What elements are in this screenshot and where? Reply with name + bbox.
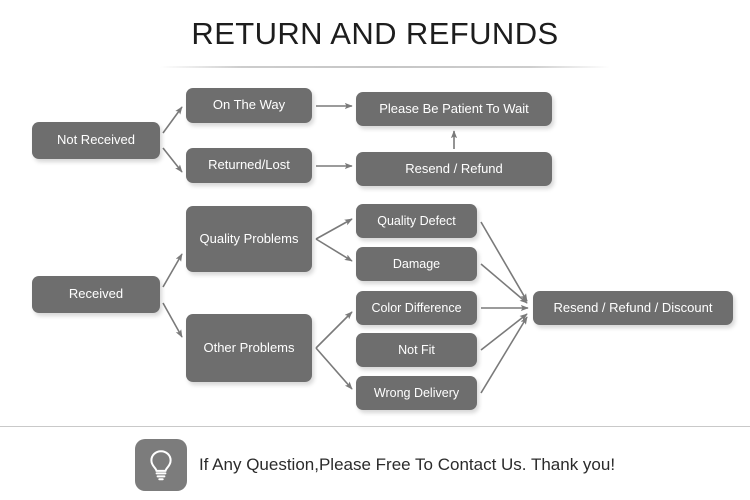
edge-quality-problems-to-damage [315, 238, 353, 262]
edge-not-received-to-returned-lost [162, 147, 183, 173]
edge-quality-defect-to-resend-refund-discount [480, 221, 528, 302]
footer-text: If Any Question,Please Free To Contact U… [198, 455, 616, 474]
node-color-difference[interactable]: Color Difference [356, 291, 477, 325]
lightbulb-icon [134, 439, 187, 491]
node-not-fit[interactable]: Not Fit [356, 333, 477, 367]
node-quality-defect[interactable]: Quality Defect [356, 204, 477, 238]
node-not-received[interactable]: Not Received [32, 122, 160, 159]
edge-received-to-quality-problems [162, 253, 183, 288]
node-resend-refund[interactable]: Resend / Refund [356, 152, 552, 186]
edge-damage-to-resend-refund-discount [480, 263, 528, 304]
node-please-be-patient-to-wait[interactable]: Please Be Patient To Wait [356, 92, 552, 126]
node-received[interactable]: Received [32, 276, 160, 313]
edge-not-received-to-on-the-way [162, 106, 183, 134]
title-divider [160, 66, 610, 68]
edge-quality-problems-to-quality-defect [315, 218, 353, 240]
node-resend-refund-discount[interactable]: Resend / Refund / Discount [533, 291, 733, 325]
edge-other-problems-to-color-difference [315, 311, 353, 349]
page-title: RETURN AND REFUNDS [191, 16, 559, 51]
node-other-problems[interactable]: Other Problems [186, 314, 312, 382]
footer: If Any Question,Please Free To Contact U… [0, 435, 750, 495]
node-wrong-delivery[interactable]: Wrong Delivery [356, 376, 477, 410]
edge-other-problems-to-wrong-delivery [315, 347, 353, 390]
footer-divider [0, 426, 750, 427]
node-damage[interactable]: Damage [356, 247, 477, 281]
edge-wrong-delivery-to-resend-refund-discount [480, 316, 528, 394]
node-on-the-way[interactable]: On The Way [186, 88, 312, 123]
edge-not-fit-to-resend-refund-discount [480, 313, 528, 351]
edge-received-to-other-problems [162, 302, 183, 338]
node-returned-lost[interactable]: Returned/Lost [186, 148, 312, 183]
node-quality-problems[interactable]: Quality Problems [186, 206, 312, 272]
